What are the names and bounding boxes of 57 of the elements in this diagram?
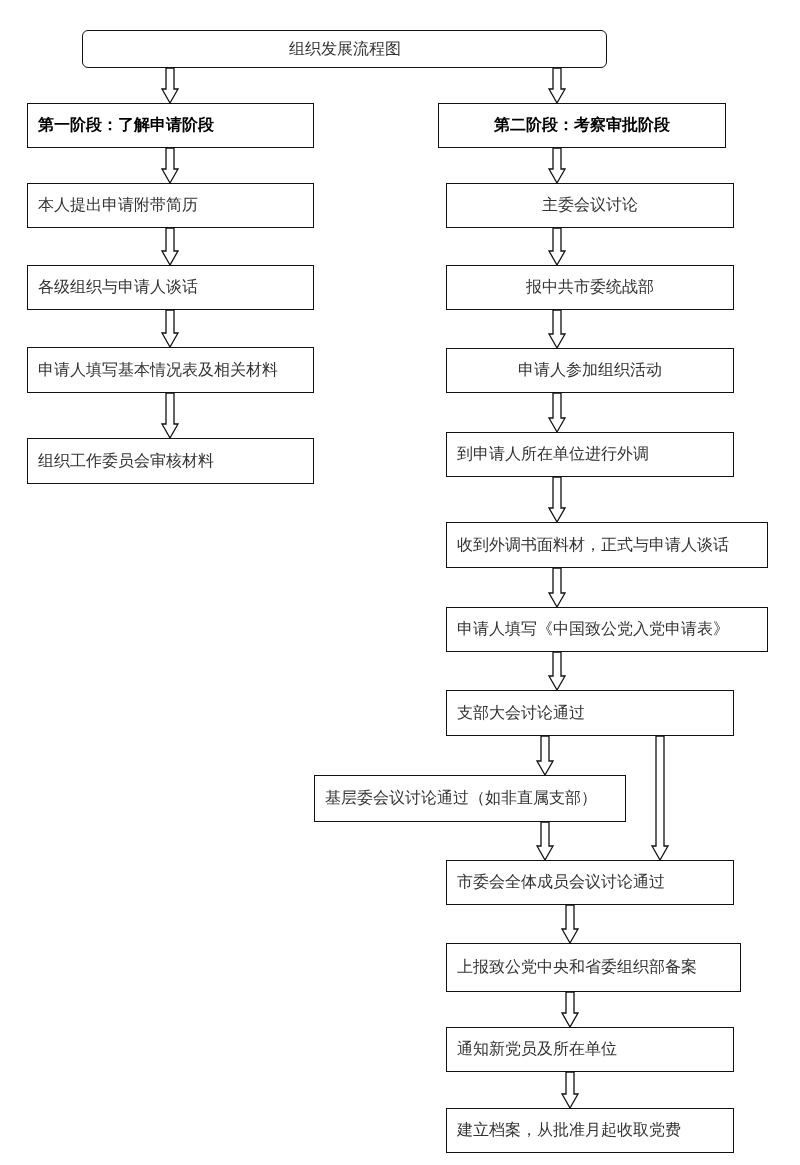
process-box bbox=[446, 1108, 734, 1153]
process-box bbox=[446, 860, 734, 905]
process-box bbox=[446, 1027, 734, 1072]
hollow-arrow bbox=[547, 309, 567, 350]
process-box bbox=[446, 522, 768, 568]
step-text: 市委会全体成员会议讨论通过 bbox=[457, 872, 665, 893]
hollow-arrow bbox=[650, 735, 670, 862]
hollow-arrow bbox=[547, 567, 567, 609]
process-box bbox=[438, 103, 726, 148]
step-text: 组织工作委员会审核材料 bbox=[38, 450, 214, 472]
step-text: 收到外调书面料材，正式与申请人谈话 bbox=[457, 534, 729, 556]
hollow-arrow bbox=[160, 309, 180, 349]
hollow-arrow bbox=[560, 991, 580, 1029]
hollow-arrow bbox=[535, 735, 555, 777]
step-text: 上报致公党中央和省委组织部备案 bbox=[457, 957, 697, 978]
process-box bbox=[446, 607, 768, 652]
step-text: 本人提出申请附带简历 bbox=[38, 195, 198, 216]
hollow-arrow bbox=[160, 392, 180, 440]
hollow-arrow bbox=[560, 904, 580, 945]
process-box bbox=[27, 438, 314, 484]
step-text: 通知新党员及所在单位 bbox=[457, 1039, 617, 1060]
step-text: 第一阶段：了解申请阶段 bbox=[38, 115, 214, 136]
step-text: 支部大会讨论通过 bbox=[457, 702, 585, 724]
step-text: 组织发展流程图 bbox=[288, 38, 401, 60]
step-text: 基层委会议讨论通过（如非直属支部） bbox=[325, 788, 597, 809]
step-text: 申请人填写基本情况表及相关材料 bbox=[38, 359, 278, 381]
process-box bbox=[446, 348, 734, 393]
process-box bbox=[27, 103, 314, 148]
step-text: 申请人填写《中国致公党入党申请表》 bbox=[457, 619, 729, 640]
hollow-arrow bbox=[547, 67, 567, 105]
hollow-arrow bbox=[160, 227, 180, 267]
hollow-arrow bbox=[547, 227, 567, 267]
process-box bbox=[446, 265, 734, 310]
step-text: 报中共市委统战部 bbox=[526, 277, 654, 298]
hollow-arrow bbox=[547, 392, 567, 434]
process-box bbox=[446, 432, 734, 477]
process-box bbox=[27, 183, 314, 228]
process-box bbox=[446, 943, 741, 992]
hollow-arrow bbox=[547, 651, 567, 692]
process-box bbox=[314, 775, 626, 822]
step-text: 主委会议讨论 bbox=[542, 195, 638, 216]
title-box bbox=[82, 30, 607, 68]
hollow-arrow bbox=[560, 1071, 580, 1110]
step-text: 建立档案，从批准月起收取党费 bbox=[457, 1120, 681, 1141]
hollow-arrow bbox=[160, 147, 180, 185]
process-box bbox=[27, 265, 314, 310]
hollow-arrow bbox=[160, 67, 180, 105]
process-box bbox=[27, 347, 314, 393]
process-box bbox=[446, 183, 734, 228]
step-text: 各级组织与申请人谈话 bbox=[38, 277, 198, 298]
hollow-arrow bbox=[547, 476, 567, 524]
step-text: 第二阶段：考察审批阶段 bbox=[494, 115, 670, 136]
hollow-arrow bbox=[547, 147, 567, 185]
step-text: 到申请人所在单位进行外调 bbox=[457, 444, 649, 465]
hollow-arrow bbox=[535, 821, 555, 862]
process-box bbox=[446, 690, 734, 736]
step-text: 申请人参加组织活动 bbox=[518, 360, 662, 381]
